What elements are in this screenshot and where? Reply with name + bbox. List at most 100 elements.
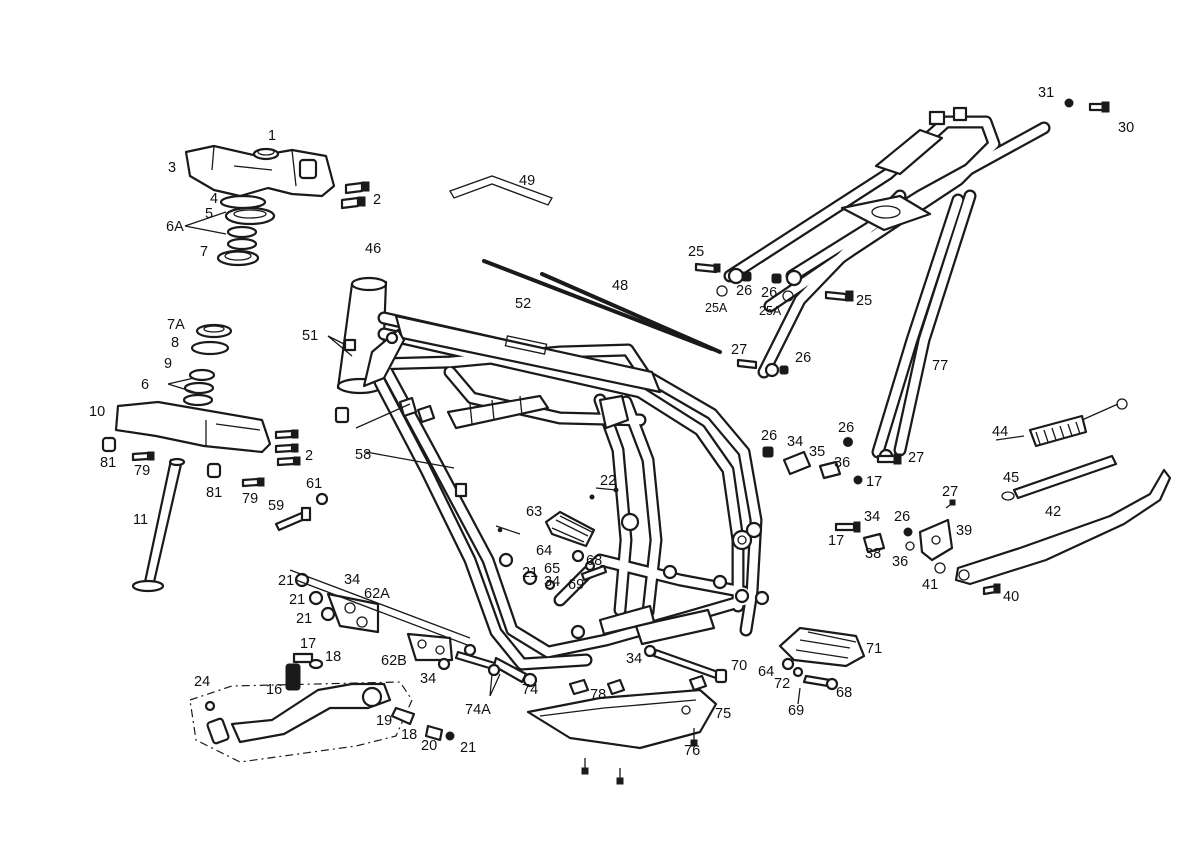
callout-21-d: 21 [296, 611, 312, 627]
callout-7a: 7A [167, 317, 185, 333]
callout-72: 72 [774, 676, 790, 692]
callout-25a-b: 25A [759, 304, 782, 318]
shock-mount-spacers [762, 437, 902, 485]
callout-63: 63 [526, 504, 542, 520]
callout-35: 35 [809, 444, 825, 460]
callout-81: 81 [100, 455, 116, 471]
callout-9: 9 [164, 356, 172, 372]
callout-62a: 62A [364, 586, 390, 602]
callout-30: 30 [1118, 120, 1134, 136]
callout-24: 24 [194, 674, 210, 690]
callout-69: 69 [568, 577, 584, 593]
strip-49 [449, 175, 553, 206]
callout-65: 65 [544, 561, 560, 577]
callout-6: 6 [141, 377, 149, 393]
rod-45 [1001, 454, 1118, 501]
callout-21-c: 21 [289, 592, 305, 608]
callout-26-d: 26 [838, 420, 854, 436]
callout-58: 58 [355, 447, 371, 463]
callout-31: 31 [1038, 85, 1054, 101]
callout-77: 77 [932, 358, 948, 374]
callout-34-b: 34 [344, 572, 360, 588]
callout-26: 26 [736, 283, 752, 299]
callout-59: 59 [268, 498, 284, 514]
upper-triple-clamp [184, 144, 336, 198]
callout-78: 78 [590, 687, 606, 703]
callout-17: 17 [300, 636, 316, 652]
callout-18-b: 18 [401, 727, 417, 743]
callout-21-e: 21 [460, 740, 476, 756]
callout-79-b: 79 [242, 491, 258, 507]
callout-48: 48 [612, 278, 628, 294]
subframe-hardware [694, 98, 1110, 375]
footpeg-right-71 [778, 626, 866, 705]
callout-68: 68 [586, 553, 602, 569]
callout-52: 52 [515, 296, 531, 312]
sidestand-42 [954, 468, 1172, 596]
callout-8: 8 [171, 335, 179, 351]
callout-74: 74 [522, 682, 538, 698]
callout-17-c: 17 [828, 533, 844, 549]
callout-22: 22 [600, 473, 616, 489]
subframe-77 [723, 106, 1051, 464]
clamp-bolts-2 [340, 181, 370, 210]
callout-26-e: 26 [761, 428, 777, 444]
callout-27: 27 [731, 342, 747, 358]
callout-27-b: 27 [908, 450, 924, 466]
callout-18: 18 [325, 649, 341, 665]
callout-71: 71 [866, 641, 882, 657]
callout-68-b: 68 [836, 685, 852, 701]
callout-27-c: 27 [942, 484, 958, 500]
callout-69-b: 69 [788, 703, 804, 719]
callout-2-lower: 2 [305, 448, 313, 464]
bolt-70 [643, 644, 728, 684]
callout-75: 75 [715, 706, 731, 722]
callout-74a: 74A [465, 702, 491, 718]
callout-20: 20 [421, 738, 437, 754]
callout-76: 76 [684, 743, 700, 759]
callout-42: 42 [1045, 504, 1061, 520]
sidestand-bracket-39 [834, 499, 956, 574]
callout-34: 34 [544, 574, 560, 590]
callout-21: 21 [522, 565, 538, 581]
callout-6a: 6A [166, 219, 184, 235]
callout-36: 36 [834, 455, 850, 471]
callout-25-b: 25 [856, 293, 872, 309]
bushings-81-79 [101, 436, 265, 488]
callout-19: 19 [376, 713, 392, 729]
callout-10: 10 [89, 404, 105, 420]
bracket-62a [294, 572, 380, 634]
callout-36-b: 36 [892, 554, 908, 570]
bolt-59-61 [274, 492, 329, 532]
callout-62b: 62B [381, 653, 407, 669]
callout-26-c: 26 [795, 350, 811, 366]
callout-44: 44 [992, 424, 1008, 440]
callout-64: 64 [536, 543, 552, 559]
callout-46: 46 [365, 241, 381, 257]
callout-4: 4 [210, 191, 218, 207]
callout-34-f: 34 [864, 509, 880, 525]
callout-64-b: 64 [758, 664, 774, 680]
bracket-62b [406, 632, 477, 671]
callout-11: 11 [133, 512, 148, 528]
callout-49: 49 [519, 173, 535, 189]
callout-5: 5 [205, 206, 213, 222]
callout-70: 70 [731, 658, 747, 674]
callout-17-b: 17 [866, 474, 882, 490]
callout-81-b: 81 [206, 485, 222, 501]
steering-bearing-stack [216, 194, 276, 267]
callout-1: 1 [268, 128, 276, 144]
callout-39: 39 [956, 523, 972, 539]
callout-25: 25 [688, 244, 704, 260]
lower-clamp-bolts-2 [274, 429, 301, 467]
main-frame [334, 276, 770, 671]
footpeg-left-63 [544, 510, 608, 591]
lower-bearing-stack [182, 323, 233, 407]
callout-61: 61 [306, 476, 322, 492]
callout-16: 16 [266, 682, 282, 698]
steering-stem-11 [131, 457, 186, 593]
callout-21-b: 21 [278, 573, 294, 589]
